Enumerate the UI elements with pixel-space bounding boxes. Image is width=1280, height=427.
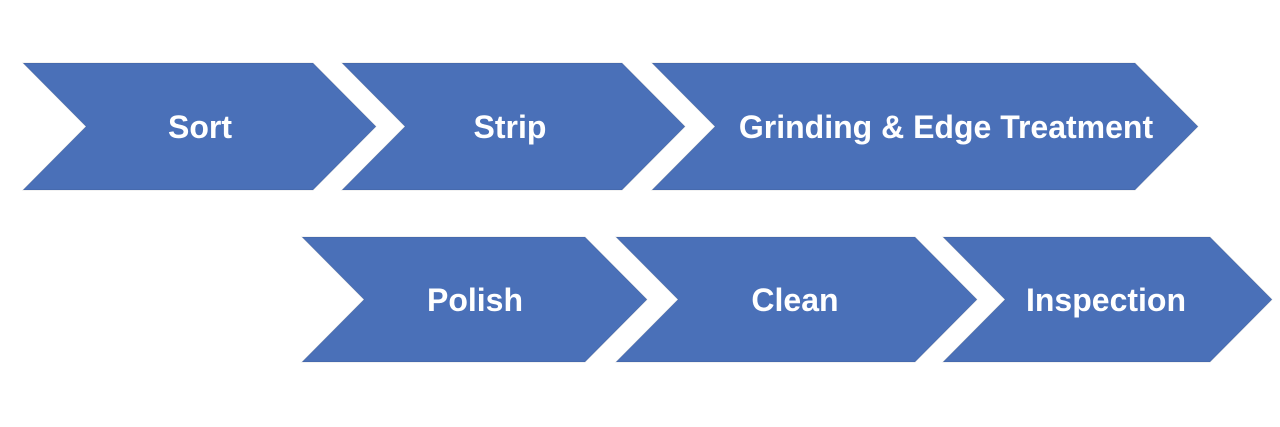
step-label-grinding-edge-treatment: Grinding & Edge Treatment — [739, 109, 1154, 145]
chevron-shape-clean — [614, 236, 978, 363]
step-label-polish: Polish — [427, 282, 523, 318]
chevron-shape-grinding-edge-treatment — [650, 62, 1199, 191]
step-label-inspection: Inspection — [1026, 282, 1186, 318]
chevron-shape-inspection — [941, 236, 1273, 363]
step-label-strip: Strip — [474, 109, 547, 145]
chevron-shape-polish — [300, 236, 648, 363]
step-label-clean: Clean — [751, 282, 838, 318]
step-label-sort: Sort — [168, 109, 232, 145]
chevron-shape-sort — [21, 62, 377, 191]
chevron-shape-strip — [340, 62, 686, 191]
